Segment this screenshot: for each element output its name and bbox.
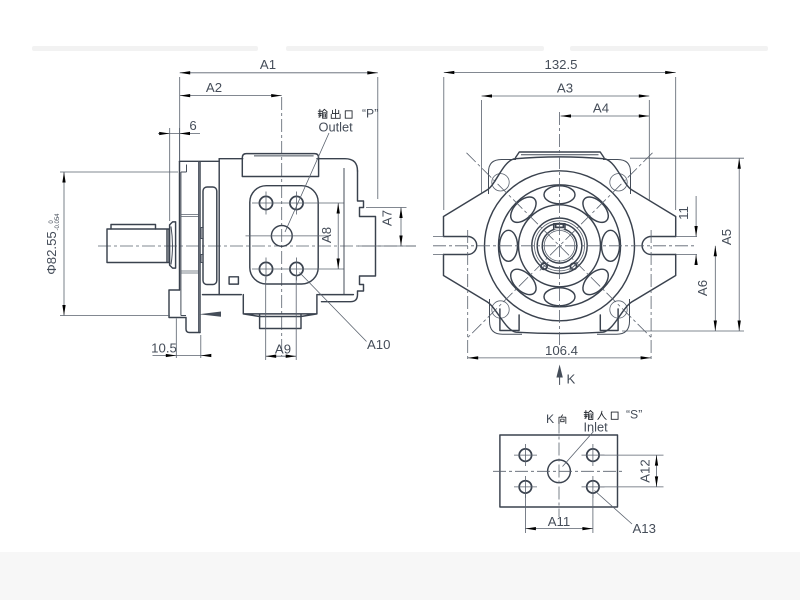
svg-text:A1: A1	[260, 57, 276, 72]
svg-text:A2: A2	[206, 80, 222, 95]
svg-text:K: K	[567, 372, 576, 387]
svg-text:0: 0	[49, 220, 55, 224]
svg-text:-0.054: -0.054	[55, 213, 61, 231]
svg-text:106.4: 106.4	[545, 343, 578, 358]
svg-text:11: 11	[676, 206, 691, 220]
svg-text:A4: A4	[593, 101, 609, 116]
svg-text:A10: A10	[367, 337, 390, 352]
svg-text:A8: A8	[319, 227, 334, 243]
svg-text:Inlet: Inlet	[584, 420, 609, 435]
svg-text:A6: A6	[695, 280, 710, 296]
svg-text:6: 6	[189, 118, 196, 133]
svg-text:A11: A11	[548, 514, 571, 529]
svg-text:132.5: 132.5	[544, 57, 577, 72]
svg-text:A9: A9	[275, 342, 291, 357]
svg-text:A5: A5	[719, 229, 734, 245]
svg-text:“P”: “P”	[362, 107, 378, 121]
svg-text:K: K	[546, 412, 554, 426]
svg-text:A13: A13	[633, 521, 656, 536]
svg-text:10.5: 10.5	[151, 341, 177, 356]
svg-text:“S”: “S”	[626, 408, 642, 422]
svg-text:Φ82.55: Φ82.55	[44, 231, 59, 275]
svg-text:A3: A3	[557, 81, 573, 96]
svg-text:A7: A7	[380, 210, 395, 226]
svg-text:A12: A12	[638, 459, 653, 482]
svg-text:Outlet: Outlet	[319, 120, 354, 135]
